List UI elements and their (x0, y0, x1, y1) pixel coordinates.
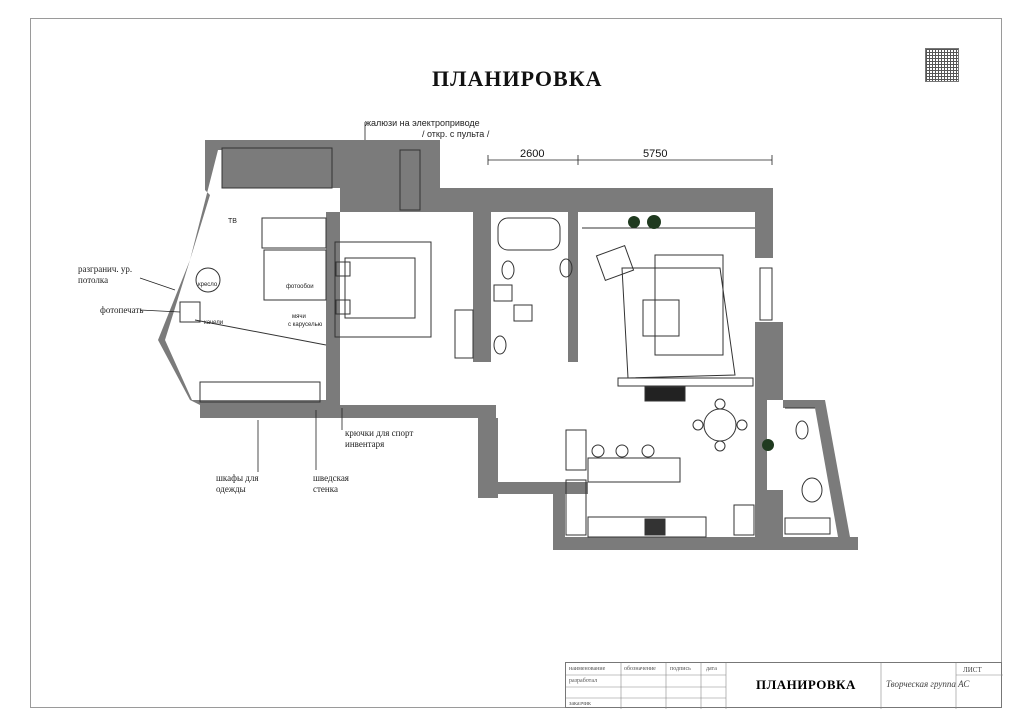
plants (628, 215, 774, 451)
wall-right-upper (755, 188, 773, 258)
carousel (179, 301, 201, 323)
note-blinds-remote: / откр. с пульта / (422, 129, 490, 139)
nightstand-1 (335, 261, 351, 277)
kids-desk (261, 217, 327, 249)
page-title: ПЛАНИРОВКА (432, 66, 603, 91)
wall-balcony (783, 400, 850, 537)
shower (454, 309, 474, 359)
fireplace (644, 386, 686, 402)
note-wardrobes-2: одежды (216, 484, 246, 494)
note-ceiling-2: потолка (78, 275, 109, 285)
wall-lower-h (478, 482, 588, 494)
toilet (501, 260, 515, 280)
kitchen-cabinet (733, 504, 755, 536)
plant-3 (762, 439, 774, 451)
chair-1 (714, 398, 726, 410)
note-hooks-2: инвентаря (345, 439, 385, 449)
label-balls: мячи (292, 314, 306, 320)
bed-rug (334, 241, 432, 338)
walls (158, 140, 858, 550)
wall-top (412, 188, 772, 212)
shelf-top (399, 149, 421, 211)
stool-3 (641, 444, 655, 458)
wall-right-mid (755, 322, 783, 400)
toilet-2 (493, 335, 507, 355)
stool-1 (591, 444, 605, 458)
cooktop (644, 518, 666, 536)
note-ceiling: разгранич. ур. (78, 264, 133, 274)
wall-kitchen-left (553, 494, 565, 549)
stamp-row-developer: разработал (569, 678, 598, 684)
dryer (513, 304, 533, 322)
leader-photo (139, 309, 181, 313)
label-armchair: кресло (198, 282, 218, 288)
sofa (654, 254, 724, 356)
stamp-signature: Творческая группа АС (886, 679, 970, 689)
kids-bed (263, 249, 327, 301)
stamp-title: ПЛАНИРОВКА (756, 677, 856, 692)
wall-right-lower (755, 490, 783, 550)
balcony-bench (784, 517, 831, 535)
chair-4 (736, 419, 748, 431)
stool-2 (615, 444, 629, 458)
wall-bottom (553, 537, 858, 550)
window-right (759, 267, 773, 321)
stamp-col-designation: обозначение (624, 666, 656, 672)
note-wardrobes: шкафы для (216, 473, 259, 483)
stamp-sheet: ЛИСТ (963, 666, 982, 674)
plant-2 (647, 215, 661, 229)
wall-right-col (755, 400, 767, 490)
tv-console (617, 377, 754, 387)
leader-ceiling (139, 277, 176, 291)
living-rug (621, 267, 736, 379)
wardrobe-top (221, 147, 333, 189)
furniture (179, 147, 831, 538)
kitchen-counter (587, 516, 707, 538)
kitchen-island (587, 457, 681, 483)
nightstand-2 (335, 299, 351, 315)
chair-3 (692, 419, 704, 431)
armchair-living (595, 245, 635, 281)
qr-logo-icon (925, 48, 959, 82)
bathtub (497, 217, 561, 251)
sink (559, 258, 573, 278)
wall-bath-left (473, 212, 491, 362)
chair-2 (714, 440, 726, 452)
title-block-grid (566, 663, 1003, 709)
note-blinds: жалюзи на электроприводе (365, 118, 480, 128)
divider-line (194, 319, 327, 346)
label-carousel: качели (204, 320, 224, 326)
bed (344, 257, 416, 319)
note-photo-print: фотопечать (100, 305, 144, 315)
dimension-2600: 2600 (520, 148, 545, 160)
drawing-frame (30, 18, 1002, 708)
armchair-kids (195, 267, 221, 293)
fridge (565, 479, 587, 536)
leaders (139, 122, 773, 472)
stamp-row-client: заказчик (569, 701, 591, 707)
washer (493, 284, 513, 302)
stamp-col-signature: подпись (670, 666, 691, 672)
note-hooks: крючки для спорт (345, 428, 414, 438)
stamp-col-name: наименование (569, 666, 606, 672)
kitchen-shelf (565, 429, 587, 471)
balcony-toilet (795, 420, 809, 440)
coffee-table (642, 299, 680, 337)
kids-wardrobe (199, 381, 321, 403)
note-swedish: шведская (313, 473, 349, 483)
label-tv: ТВ (228, 218, 237, 225)
dining-table (703, 408, 737, 442)
wall-kids (326, 212, 340, 407)
label-balls-2: с каруселью (288, 322, 323, 328)
stamp-col-date: дата (706, 666, 717, 672)
dimension-5750: 5750 (643, 148, 668, 160)
plant-1 (628, 216, 640, 228)
title-block: наименование обозначение подпись дата ра… (565, 662, 1003, 709)
balcony-chair (801, 477, 823, 503)
label-photo: фотообои (286, 284, 314, 290)
wall-bath-right (568, 212, 578, 362)
note-swedish-2: стенка (313, 484, 338, 494)
wall-lower-step (478, 418, 498, 498)
